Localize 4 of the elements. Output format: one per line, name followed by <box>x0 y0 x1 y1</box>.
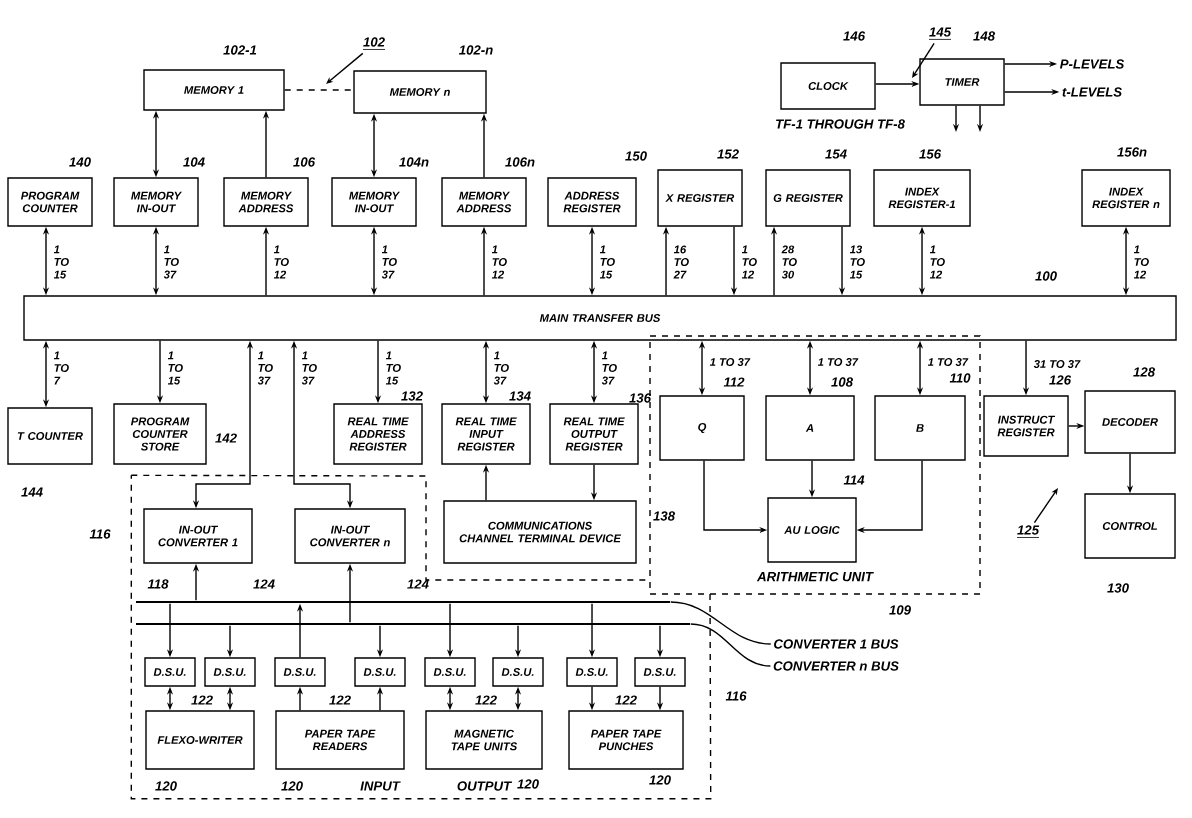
leader-line <box>690 623 772 667</box>
connector-line <box>284 89 354 91</box>
leader-line <box>670 601 772 645</box>
bus-line <box>136 623 690 625</box>
